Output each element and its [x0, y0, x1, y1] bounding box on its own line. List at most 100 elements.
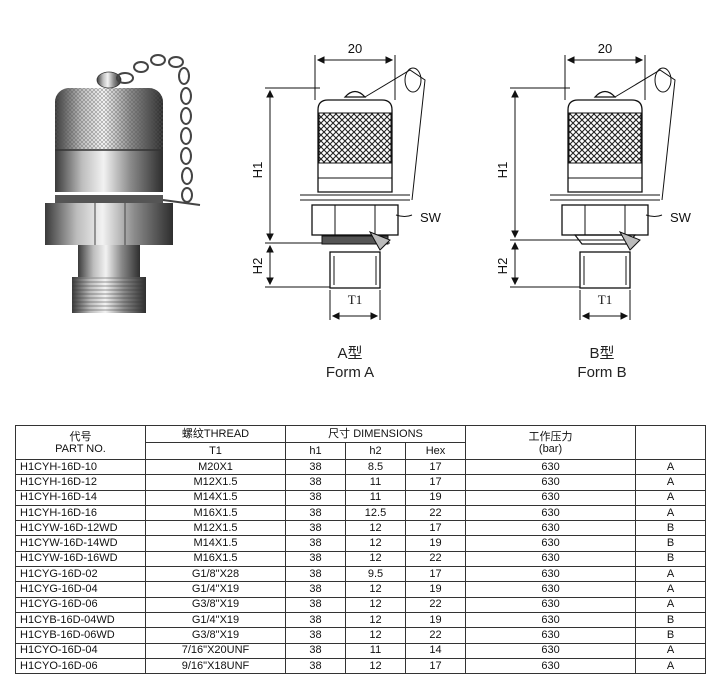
- h2-cell: 11: [345, 489, 406, 506]
- hex-cell: 17: [404, 474, 467, 491]
- t1-header: T1: [145, 442, 286, 460]
- hex-cell: 19: [404, 611, 467, 629]
- form-cell: B: [635, 627, 707, 644]
- hex-cell: 22: [404, 627, 467, 644]
- part-no-cell: H1CYG-16D-06: [15, 596, 146, 613]
- h2-cell: 12.5: [345, 504, 406, 522]
- form-cell: A: [635, 458, 707, 476]
- technical-drawings: 20 H1 H2 SW: [45, 41, 692, 320]
- part-no-cell: H1CYO-16D-06: [15, 657, 146, 675]
- h1-label-b: H1: [495, 162, 510, 179]
- part-no-cell: H1CYW-16D-16WD: [15, 550, 146, 568]
- chain-icon: [116, 54, 193, 203]
- thread-cell: G1/4"X19: [145, 611, 286, 629]
- h2-cell: 11: [345, 474, 406, 491]
- form-cell: A: [635, 504, 707, 522]
- part-no-cell: H1CYG-16D-02: [15, 566, 146, 583]
- h1-cell: 38: [285, 474, 346, 491]
- form-cell: A: [635, 581, 707, 598]
- form-cell: B: [635, 611, 707, 629]
- h2-cell: 12: [345, 596, 406, 613]
- form-a-cn: A型: [337, 345, 363, 362]
- form-cell: A: [635, 657, 707, 675]
- sw-label-a: SW: [420, 210, 442, 225]
- h1-cell: 38: [285, 657, 346, 675]
- hex-cell: 22: [404, 504, 467, 522]
- part-no-cell: H1CYH-16D-10: [15, 458, 146, 476]
- part-no-cell: H1CYB-16D-06WD: [15, 627, 146, 644]
- pressure-header-unit: (bar): [538, 442, 563, 455]
- width-dimension-label: 20: [348, 41, 362, 56]
- pressure-cell: 630: [465, 489, 637, 506]
- form-b-caption: B型 Form B: [552, 344, 652, 382]
- thread-cell: G1/8"X28: [145, 566, 286, 583]
- part-no-cell: H1CYB-16D-04WD: [15, 611, 146, 629]
- hex-cell: 14: [404, 642, 467, 659]
- h1-cell: 38: [285, 642, 346, 659]
- part-no-cell: H1CYH-16D-14: [15, 489, 146, 506]
- sw-label-b: SW: [670, 210, 692, 225]
- hex-cell: 22: [404, 596, 467, 613]
- thread-cell: G1/4"X19: [145, 581, 286, 598]
- h2-cell: 8.5: [345, 458, 406, 476]
- h1-cell: 38: [285, 520, 346, 537]
- thread-cell: G3/8"X19: [145, 627, 286, 644]
- h2-label: H2: [250, 258, 265, 275]
- pressure-cell: 630: [465, 627, 637, 644]
- h2-cell: 12: [345, 627, 406, 644]
- spec-table: 代号 PART NO. 螺纹THREAD 尺寸 DIMENSIONS 工作压力 …: [15, 425, 707, 675]
- pressure-cell: 630: [465, 520, 637, 537]
- hex-cell: 19: [404, 489, 467, 506]
- thread-cell: M14X1.5: [145, 535, 286, 552]
- h1-cell: 38: [285, 489, 346, 506]
- form-cell: B: [635, 520, 707, 537]
- pressure-cell: 630: [465, 535, 637, 552]
- h2-header: h2: [345, 442, 406, 460]
- h1-cell: 38: [285, 535, 346, 552]
- hex-cell: 19: [404, 581, 467, 598]
- t1-label-a: T1: [348, 292, 362, 307]
- pressure-cell: 630: [465, 474, 637, 491]
- part-no-cell: H1CYW-16D-12WD: [15, 520, 146, 537]
- h2-cell: 12: [345, 535, 406, 552]
- thread-cell: M14X1.5: [145, 489, 286, 506]
- thread-cell: 7/16"X20UNF: [145, 642, 286, 659]
- part-no-header-en: PART NO.: [55, 442, 106, 455]
- h1-header: h1: [285, 442, 346, 460]
- form-b-en: Form B: [577, 364, 627, 381]
- thread-cell: M16X1.5: [145, 550, 286, 568]
- thread-cell: M12X1.5: [145, 520, 286, 537]
- form-header: [635, 425, 707, 460]
- h1-cell: 38: [285, 458, 346, 476]
- h1-cell: 38: [285, 581, 346, 598]
- dimensions-header: 尺寸 DIMENSIONS: [284, 425, 467, 443]
- pressure-header: 工作压力 (bar): [465, 425, 637, 460]
- h2-cell: 12: [345, 611, 406, 629]
- hex-header: Hex: [404, 442, 467, 460]
- hex-cell: 17: [404, 566, 467, 583]
- part-no-cell: H1CYH-16D-12: [15, 474, 146, 491]
- h2-cell: 9.5: [345, 566, 406, 583]
- form-b-cn: B型: [589, 345, 615, 362]
- h1-cell: 38: [285, 596, 346, 613]
- pressure-cell: 630: [465, 550, 637, 568]
- form-a-en: Form A: [325, 364, 375, 381]
- thread-header: 螺纹THREAD: [145, 425, 286, 443]
- h2-cell: 12: [345, 520, 406, 537]
- hex-cell: 17: [404, 520, 467, 537]
- pressure-cell: 630: [465, 581, 637, 598]
- form-cell: A: [635, 596, 707, 613]
- form-cell: A: [635, 642, 707, 659]
- form-cell: B: [635, 550, 707, 568]
- form-cell: A: [635, 566, 707, 583]
